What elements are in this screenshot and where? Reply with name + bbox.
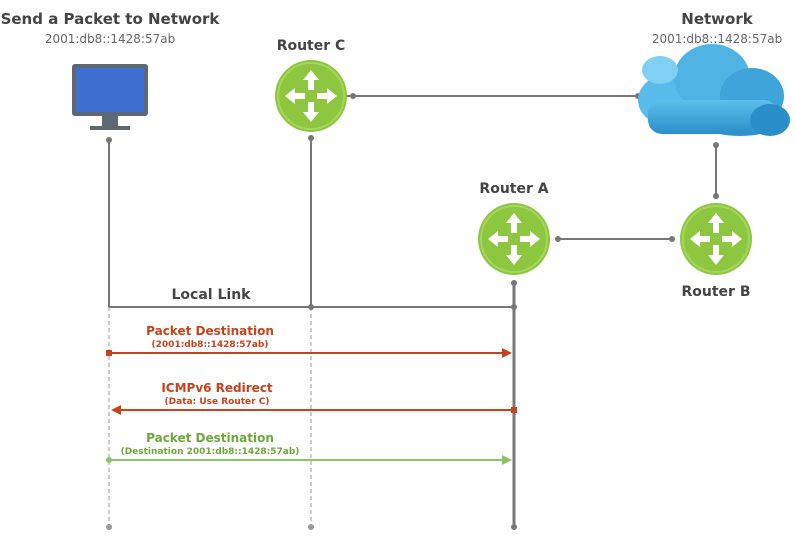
- message-2-detail: (Data: Use Router C): [164, 397, 270, 407]
- message-arrow-2: [111, 405, 517, 415]
- message-arrow-3: [106, 455, 512, 465]
- router-b-label: Router B: [681, 284, 751, 300]
- local-link-label: Local Link: [171, 287, 251, 303]
- router-b-icon: [680, 203, 752, 275]
- router-c-icon: [275, 60, 347, 132]
- host-title: Send a Packet to Network: [0, 10, 220, 28]
- host-address: 2001:db8::1428:57ab: [44, 32, 176, 46]
- host-lifeline: [106, 137, 112, 530]
- router-a-icon: [478, 203, 550, 275]
- router-c-lifeline: [308, 135, 314, 530]
- computer-icon: [72, 64, 148, 130]
- network-address: 2001:db8::1428:57ab: [651, 32, 783, 46]
- message-1-title: Packet Destination: [146, 324, 274, 338]
- router-a-b-link: [555, 236, 675, 242]
- router-a-label: Router A: [479, 181, 549, 197]
- cloud-icon: [638, 44, 790, 136]
- router-c-network-link: [346, 93, 641, 99]
- network-title: Network: [681, 10, 753, 28]
- network-router-b-link: [713, 142, 719, 199]
- message-1-detail: (2001:db8::1428:57ab): [151, 340, 269, 350]
- router-c-label: Router C: [276, 38, 346, 54]
- message-3-detail: (Destination 2001:db8::1428:57ab): [120, 447, 300, 457]
- router-a-lifeline: [511, 280, 517, 530]
- message-arrow-1: [106, 348, 512, 358]
- message-2-title: ICMPv6 Redirect: [161, 381, 273, 395]
- message-3-title: Packet Destination: [146, 431, 274, 445]
